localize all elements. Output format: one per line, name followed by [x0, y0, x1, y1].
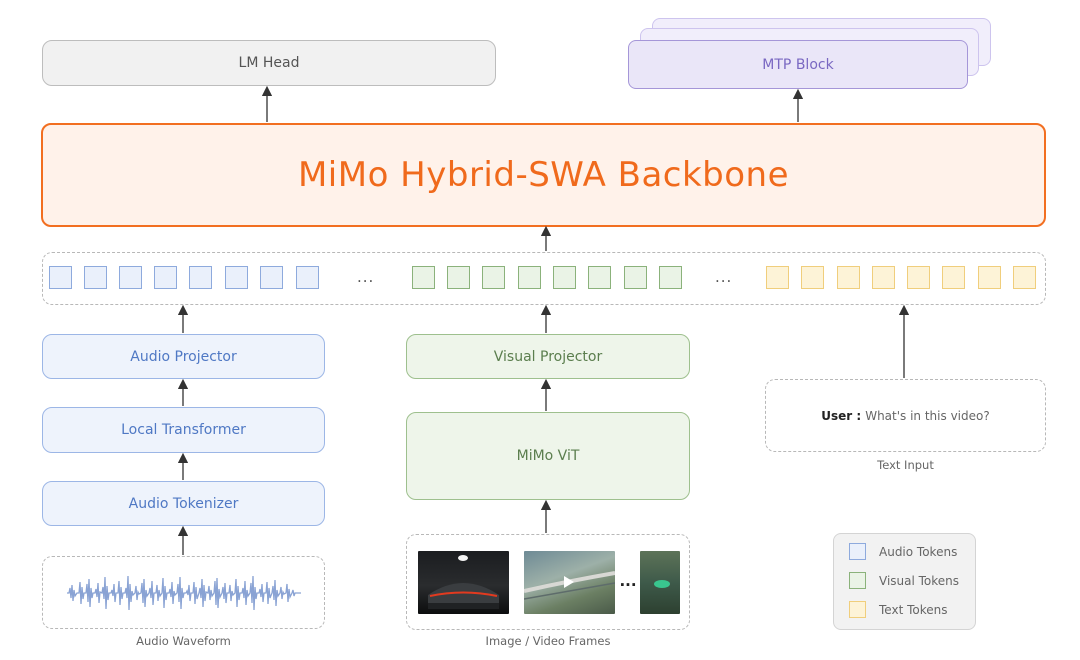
mtp-block-label: MTP Block	[762, 56, 834, 73]
text-token	[1013, 266, 1036, 289]
legend-item-visual: Visual Tokens	[849, 572, 959, 589]
audio-tokenizer-block: Audio Tokenizer	[42, 481, 325, 526]
lm-head-label: LM Head	[238, 55, 300, 71]
mtp-block: MTP Block	[628, 40, 968, 89]
audio-token	[296, 266, 319, 289]
visual-token	[518, 266, 541, 289]
audio-token	[84, 266, 107, 289]
audio-token	[49, 266, 72, 289]
token-ellipsis-1: ...	[357, 268, 375, 286]
audio-token	[119, 266, 142, 289]
local-transformer-label: Local Transformer	[121, 422, 246, 438]
audio-waveform-image	[67, 575, 301, 611]
video-frame-bridge	[524, 551, 615, 614]
video-frames-caption: Image / Video Frames	[485, 634, 611, 648]
audio-token	[189, 266, 212, 289]
audio-waveform-box	[42, 556, 325, 629]
visual-token	[412, 266, 435, 289]
text-token	[942, 266, 965, 289]
audio-token	[154, 266, 177, 289]
legend-audio-label: Audio Tokens	[879, 544, 958, 559]
play-icon	[564, 576, 574, 588]
legend-item-audio: Audio Tokens	[849, 543, 957, 560]
legend-item-text: Text Tokens	[849, 601, 947, 618]
visual-token	[482, 266, 505, 289]
token-ellipsis-2: ...	[715, 268, 733, 286]
visual-token	[624, 266, 647, 289]
text-token	[907, 266, 930, 289]
frames-ellipsis: ...	[619, 572, 637, 590]
audio-token-swatch	[849, 543, 866, 560]
mimo-vit-label: MiMo ViT	[516, 448, 580, 464]
lm-head-block: LM Head	[42, 40, 496, 86]
mimo-vit-block: MiMo ViT	[406, 412, 690, 500]
text-token-swatch	[849, 601, 866, 618]
visual-token	[588, 266, 611, 289]
audio-waveform-caption: Audio Waveform	[136, 634, 231, 648]
local-transformer-block: Local Transformer	[42, 407, 325, 453]
video-frame-car-rear	[418, 551, 509, 614]
legend-visual-label: Visual Tokens	[879, 573, 960, 588]
text-token	[872, 266, 895, 289]
visual-token	[553, 266, 576, 289]
legend-text-label: Text Tokens	[879, 602, 948, 617]
text-input-caption: Text Input	[877, 458, 934, 472]
text-input-box: User : What's in this video?	[765, 379, 1046, 452]
audio-token	[260, 266, 283, 289]
audio-projector-label: Audio Projector	[130, 348, 237, 365]
text-token	[837, 266, 860, 289]
visual-projector-block: Visual Projector	[406, 334, 690, 379]
visual-token-swatch	[849, 572, 866, 589]
backbone-label: MiMo Hybrid-SWA Backbone	[297, 155, 790, 195]
text-token	[801, 266, 824, 289]
text-token	[766, 266, 789, 289]
visual-projector-label: Visual Projector	[493, 348, 603, 365]
text-token	[978, 266, 1001, 289]
audio-token	[225, 266, 248, 289]
audio-projector-block: Audio Projector	[42, 334, 325, 379]
user-prompt: What's in this video?	[865, 408, 990, 423]
video-frame-green-car	[640, 551, 680, 614]
visual-token	[659, 266, 682, 289]
visual-token	[447, 266, 470, 289]
audio-tokenizer-label: Audio Tokenizer	[128, 495, 239, 512]
user-label: User :	[821, 408, 862, 423]
